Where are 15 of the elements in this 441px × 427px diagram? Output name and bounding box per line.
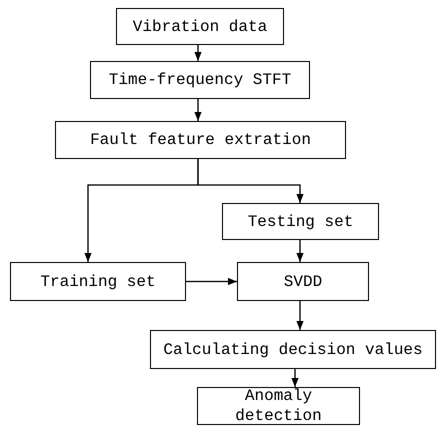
arrow [296,301,304,330]
arrow [197,159,304,203]
process-box: Anomaly detection [197,387,360,425]
arrow [296,240,304,262]
arrow [291,369,299,387]
process-box: Training set [10,262,186,301]
process-box: SVDD [237,262,369,301]
process-box: Fault feature extration [55,121,346,159]
process-box: Calculating decision values [150,330,436,369]
process-box: Vibration data [116,8,284,45]
arrow [194,99,202,121]
arrow [194,45,202,61]
process-box: Testing set [222,203,379,240]
process-box: Time-frequency STFT [90,61,310,99]
arrow [186,278,237,286]
